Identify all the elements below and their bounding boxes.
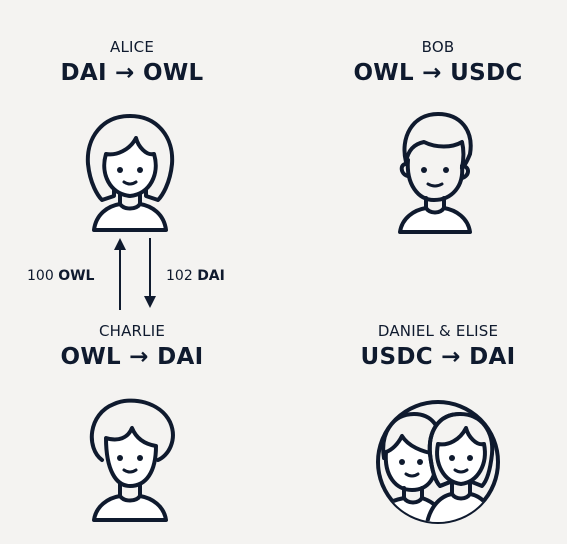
trader-card-bob: BOB OWL → USDC xyxy=(318,38,558,86)
trader-pair: OWL → DAI xyxy=(60,344,204,370)
flow-arrows xyxy=(114,238,156,310)
trader-card-charlie: CHARLIE OWL → DAI xyxy=(12,322,252,370)
couple-icon xyxy=(376,400,500,524)
woman-icon xyxy=(85,114,175,232)
person-icon xyxy=(89,398,175,522)
flow-label-down: 102 DAI xyxy=(166,268,225,284)
trader-name: CHARLIE xyxy=(98,322,166,340)
man-icon xyxy=(398,112,473,234)
trader-name: DANIEL & ELISE xyxy=(377,322,499,340)
trader-card-daniel-elise: DANIEL & ELISE USDC → DAI xyxy=(318,322,558,370)
trader-pair: OWL → USDC xyxy=(353,60,523,86)
flow-label-up: 100 OWL xyxy=(27,268,95,284)
trader-name: ALICE xyxy=(110,38,154,56)
trader-pair: USDC → DAI xyxy=(360,344,516,370)
trader-name: BOB xyxy=(421,38,455,56)
trader-pair: DAI → OWL xyxy=(60,60,204,86)
trader-card-alice: ALICE DAI → OWL xyxy=(12,38,252,86)
